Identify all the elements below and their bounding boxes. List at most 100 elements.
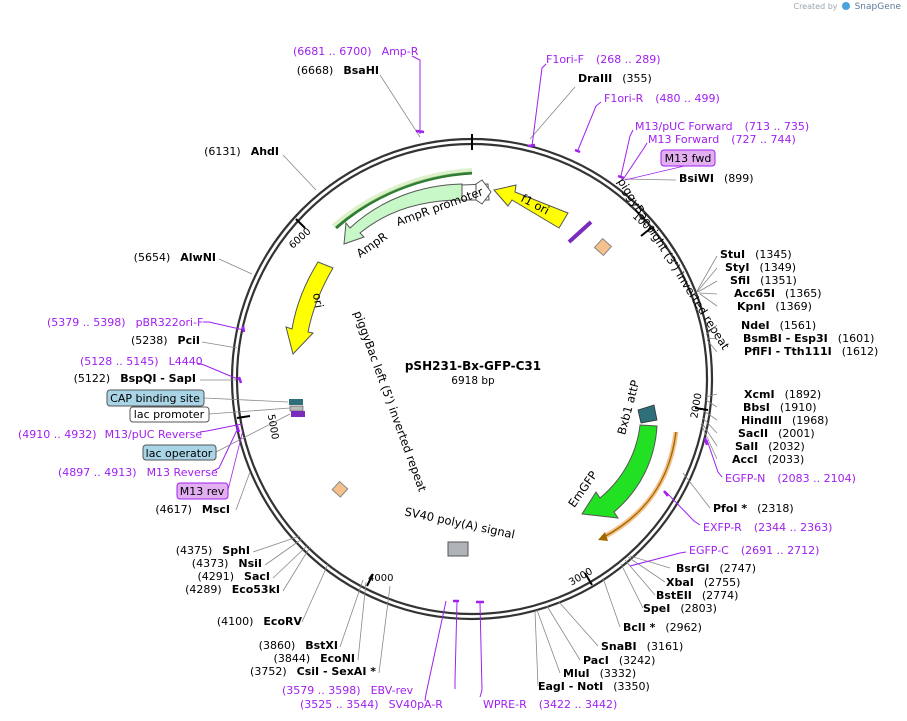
tick-5000	[236, 415, 251, 419]
primer-l4440: (5128 .. 5145)L4440	[80, 355, 203, 368]
site-hindiii: HindIII(1968)	[741, 414, 829, 427]
bxb1-attp-box	[637, 404, 658, 424]
cap-marker	[289, 399, 303, 405]
tick-label-2000: 2000	[689, 392, 704, 419]
site-acci: AccI(2033)	[732, 453, 804, 466]
ampr-orf-line	[335, 171, 473, 230]
lac-promoter-label: lac promoter	[134, 408, 205, 421]
primer-marks	[235, 129, 709, 604]
primer-ebv-rev: (3579 .. 3598)EBV-rev	[282, 684, 414, 697]
site-bstxi: (3860)BstXI	[259, 639, 338, 652]
site-snabi: SnaBI(3161)	[601, 640, 683, 653]
site-kpni: KpnI(1369)	[737, 300, 812, 313]
primer-pbr322ori-f: (5379 .. 5398)pBR322ori-F	[47, 316, 203, 329]
site-msci: (4617)MscI	[155, 503, 230, 516]
site-ecorv: (4100)EcoRV	[217, 615, 303, 628]
site-pflfi: PflFI - Tth111I(1612)	[744, 345, 878, 358]
left-sites: (6668)BsaHI (6131)AhdI (5654)AlwNI (5238…	[74, 64, 379, 678]
site-eagi: EagI - NotI(3350)	[538, 680, 650, 693]
primer-f1ori-f: F1ori-F(268 .. 289)	[546, 53, 661, 66]
primer-f1ori-r: F1ori-R(480 .. 499)	[604, 92, 720, 105]
primer-m13puc-forward: M13/pUC Forward(713 .. 735)	[635, 120, 809, 133]
piggybac-right-marker	[567, 220, 593, 244]
site-ndei: NdeI(1561)	[741, 319, 816, 332]
sv40-box	[447, 541, 469, 557]
primer-m13-reverse: (4897 .. 4913)M13 Reverse	[58, 466, 218, 479]
site-csii: (3752)CsiI - SexAI *	[250, 665, 376, 678]
ampr-promoter-head	[475, 179, 492, 205]
m13-rev-label: M13 rev	[180, 485, 225, 498]
site-nsii: (4373)NsiI	[192, 557, 262, 570]
lac-operator-label: lac operator	[146, 447, 213, 460]
tick-label-3000: 3000	[567, 566, 595, 588]
site-draiii: DraIII(355)	[578, 72, 652, 85]
site-bcli: BclI *(2962)	[623, 621, 702, 634]
site-stui: StuI(1345)	[720, 248, 792, 261]
site-bsahi: (6668)BsaHI	[297, 64, 379, 77]
piggybac-left-label: piggyBac left (5') inverted repeat	[351, 309, 430, 494]
lac-operator-marker	[291, 411, 305, 417]
right-sites: DraIII(355) BsiWI(899) StuI(1345) StyI(1…	[538, 72, 878, 693]
cap-box	[106, 389, 205, 407]
site-xbai: XbaI(2755)	[666, 576, 740, 589]
piggybac-right-box	[593, 237, 613, 257]
bxb1-attp-label: Bxb1 attP	[614, 379, 642, 437]
tick-label-5000: 5000	[265, 413, 280, 440]
f1-ori-arrow	[493, 184, 569, 229]
site-saci: (4291)SacI	[197, 570, 270, 583]
credit-text: Created by	[793, 2, 838, 11]
site-xcmi: XcmI(1892)	[744, 388, 821, 401]
lac-operator-box	[142, 444, 217, 461]
m13-fwd-box	[660, 149, 716, 167]
snapgene-logo-icon	[842, 2, 851, 10]
site-sphi: (4375)SphI	[176, 544, 250, 557]
ampr-orf-glow	[331, 168, 473, 228]
site-ahdi: (6131)AhdI	[204, 145, 279, 158]
site-mlui: MluI(3332)	[563, 667, 636, 680]
plasmid-name: pSH231-Bx-GFP-C31	[405, 359, 541, 373]
site-bspqi: (5122)BspQI - SapI	[74, 372, 196, 385]
primer-wpre-r: WPRE-R(3422 .. 3442)	[483, 698, 617, 711]
site-bsiwi: BsiWI(899)	[679, 172, 754, 185]
primer-m13puc-reverse: (4910 .. 4932)M13/pUC Reverse	[18, 428, 202, 441]
site-sali: SalI(2032)	[735, 440, 805, 453]
site-econi: (3844)EcoNI	[274, 652, 355, 665]
primer-egfp-n: EGFP-N(2083 .. 2104)	[725, 472, 856, 485]
m13-rev-box	[176, 482, 229, 500]
emgfp-arrow	[581, 424, 658, 519]
site-acc65i: Acc65I(1365)	[734, 287, 822, 300]
ori-label: ori	[310, 292, 326, 309]
site-bsmbi: BsmBI - Esp3I(1601)	[743, 332, 874, 345]
site-bbsi: BbsI(1910)	[743, 401, 816, 414]
primer-amp-r: (6681 .. 6700)Amp-R	[293, 45, 419, 58]
piggybac-left-box	[331, 480, 349, 498]
tick-4000	[366, 573, 374, 587]
site-eco53ki: (4289)Eco53kI	[185, 583, 280, 596]
ampr-arrow	[343, 183, 463, 245]
right-site-lines	[529, 86, 718, 687]
m13-fwd-label: M13 fwd	[665, 152, 712, 165]
site-spei: SpeI(2803)	[643, 602, 717, 615]
tick-3000	[584, 572, 593, 586]
site-styi: StyI(1349)	[725, 261, 796, 274]
primer-lines	[196, 55, 723, 702]
sv40-label: SV40 poly(A) signal	[403, 504, 516, 541]
boxed-labels: M13 fwd CAP binding site lac promoter la…	[106, 149, 716, 500]
tick-label-4000: 4000	[368, 573, 393, 584]
site-pfoi: PfoI *(2318)	[713, 502, 794, 515]
primers: (6681 .. 6700)Amp-R F1ori-F(268 .. 289) …	[18, 45, 856, 711]
lac-promoter-marker	[289, 405, 304, 412]
emgfp-orf-head	[598, 532, 608, 541]
lac-promoter-box	[129, 406, 210, 423]
site-sacii: SacII(2001)	[738, 427, 815, 440]
brand-name: SnapGene	[854, 2, 901, 12]
site-bsteii: BstEII(2774)	[656, 589, 738, 602]
tick-1000	[640, 227, 652, 237]
cap-label: CAP binding site	[110, 392, 200, 405]
site-sfii: SfiI(1351)	[730, 274, 797, 287]
tick-2000	[694, 407, 709, 411]
app-credit: Created by SnapGene	[793, 2, 901, 12]
site-pcii: (5238)PciI	[131, 334, 200, 347]
emgfp-orf-line	[601, 431, 677, 539]
site-alwni: (5654)AlwNI	[134, 251, 216, 264]
